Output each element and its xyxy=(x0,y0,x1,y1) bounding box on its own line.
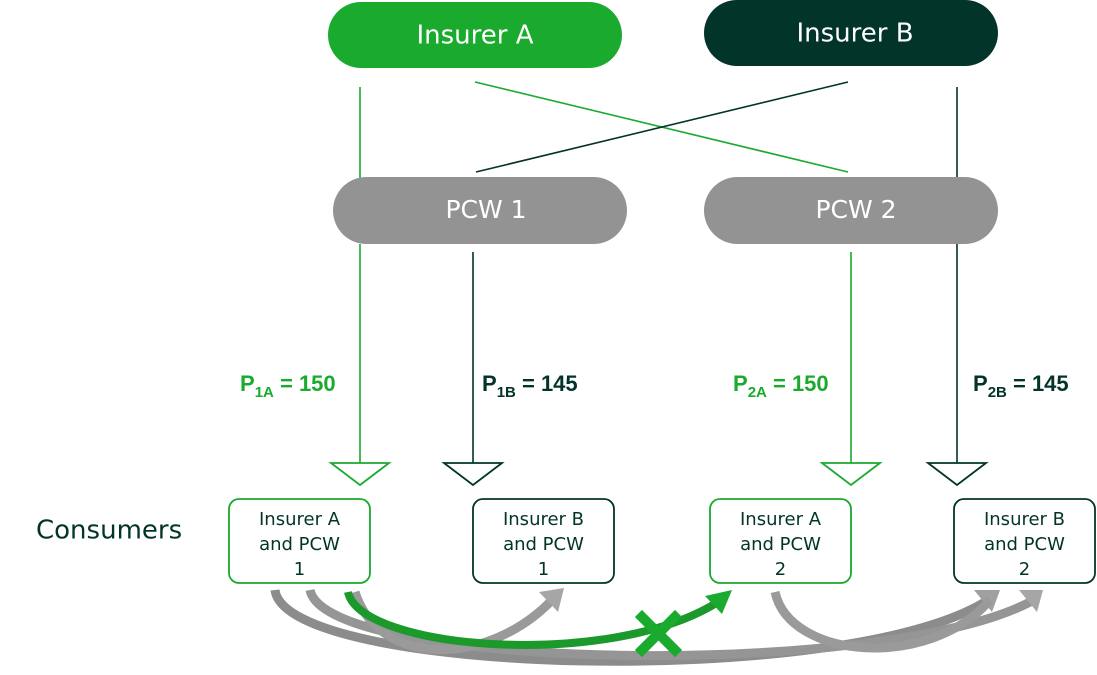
price-p2b-symbol: P xyxy=(973,371,988,396)
insurer-a-pill xyxy=(328,2,622,68)
price-p2a-subscript: 2A xyxy=(748,384,767,401)
price-p2a-value: = 150 xyxy=(767,371,829,396)
price-arrows xyxy=(328,244,989,487)
consumer-box-line: 1 xyxy=(538,559,549,580)
arrow-p2b xyxy=(925,244,989,487)
connection-lines xyxy=(359,81,958,178)
line-insurer-b-pcw1 xyxy=(475,81,849,173)
consumer-box-a-pcw1: Insurer A and PCW 1 xyxy=(228,498,371,584)
pcw2-node: PCW 2 xyxy=(704,177,998,244)
consumer-box-line: Insurer A xyxy=(740,509,822,530)
consumer-box-b-pcw1: Insurer B and PCW 1 xyxy=(472,498,615,584)
price-label-p1a: P1A = 150 xyxy=(240,371,336,401)
price-p1a-value: = 150 xyxy=(274,371,336,396)
price-p1a-symbol: P xyxy=(240,371,255,396)
price-p2b-subscript: 2B xyxy=(988,384,1007,401)
price-p1b-value: = 145 xyxy=(516,371,578,396)
price-label-p2b: P2B = 145 xyxy=(973,371,1069,401)
insurer-b-pill xyxy=(704,0,998,66)
insurer-a-label: Insurer A xyxy=(416,21,533,51)
arrow-p1b xyxy=(441,252,505,487)
insurer-a-node: Insurer A xyxy=(328,2,622,68)
consumer-box-line: 2 xyxy=(775,559,786,580)
insurer-b-node: Insurer B xyxy=(704,0,998,66)
consumer-box-a-pcw2: Insurer A and PCW 2 xyxy=(709,498,852,584)
arrow-p1a xyxy=(328,244,392,487)
consumers-label: Consumers xyxy=(36,516,182,546)
price-p1b-subscript: 1B xyxy=(497,384,516,401)
blocked-cross-icon xyxy=(634,609,683,658)
consumer-box-b-pcw2: Insurer B and PCW 2 xyxy=(953,498,1096,584)
consumer-box-line: and PCW xyxy=(259,534,340,555)
price-p2b-value: = 145 xyxy=(1007,371,1069,396)
price-label-p1b: P1B = 145 xyxy=(482,371,578,401)
consumer-box-line: 2 xyxy=(1019,559,1030,580)
consumer-box-line: and PCW xyxy=(984,534,1065,555)
switch-arrow-a2-to-b2 xyxy=(770,590,994,653)
pcw2-pill xyxy=(704,177,998,244)
arrow-p2a xyxy=(819,252,883,487)
price-p2a-symbol: P xyxy=(733,371,748,396)
consumer-box-line: Insurer A xyxy=(259,509,341,530)
pcw2-label: PCW 2 xyxy=(815,195,896,224)
insurer-b-label: Insurer B xyxy=(796,19,913,49)
price-label-p2a: P2A = 150 xyxy=(733,371,829,401)
price-p1b-symbol: P xyxy=(482,371,497,396)
consumer-box-line: 1 xyxy=(294,559,305,580)
pcw1-node: PCW 1 xyxy=(333,177,627,244)
switching-arrows xyxy=(270,588,1043,666)
price-p1a-subscript: 1A xyxy=(255,384,274,401)
consumer-box-line: and PCW xyxy=(503,534,584,555)
consumer-box-line: Insurer B xyxy=(984,509,1065,530)
consumer-box-line: and PCW xyxy=(740,534,821,555)
pcw1-pill xyxy=(333,177,627,244)
pcw1-label: PCW 1 xyxy=(445,195,526,224)
consumer-box-line: Insurer B xyxy=(503,509,584,530)
